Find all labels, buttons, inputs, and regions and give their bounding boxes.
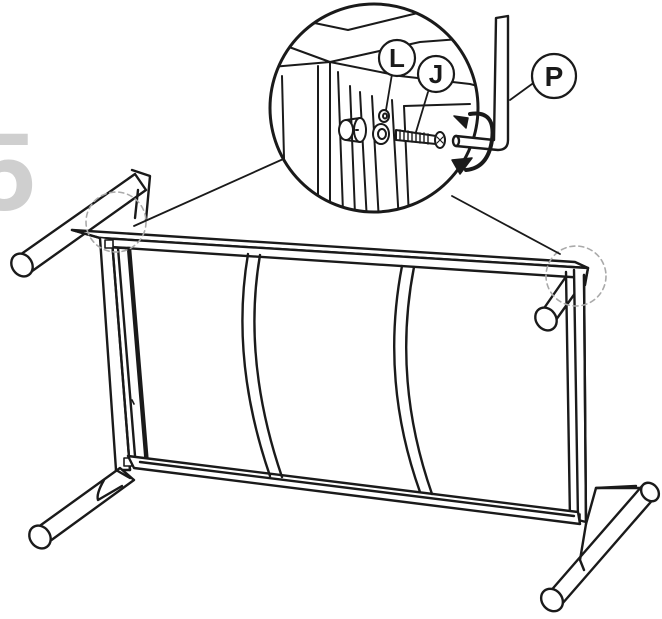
hex-key-part [451,14,510,152]
callout-bolt-label: J [429,59,443,89]
hint-circle-left [85,191,147,253]
callout-washer: L [377,38,417,111]
callout-bolt: J [415,54,456,133]
callout-hex-key-label: P [545,61,564,92]
washer-part [372,109,390,145]
bottom-rail [126,454,582,526]
curved-supports [241,252,434,496]
step-number: 5 [0,111,36,234]
callout-hex-key: P [509,52,578,101]
left-lower-leg [28,466,136,550]
right-lower-leg [539,481,661,613]
magnifier-detail [268,2,510,214]
top-rail [70,228,590,280]
callout-washer-label: L [389,43,405,73]
bolt-part [395,129,446,149]
hint-circle-right [545,245,607,307]
right-upright [564,268,588,524]
left-upper-leg [10,168,152,278]
rotation-arrow-icon [451,111,495,175]
leader-line-left [133,155,291,227]
left-upright [98,236,150,472]
leader-line-right [451,195,561,255]
